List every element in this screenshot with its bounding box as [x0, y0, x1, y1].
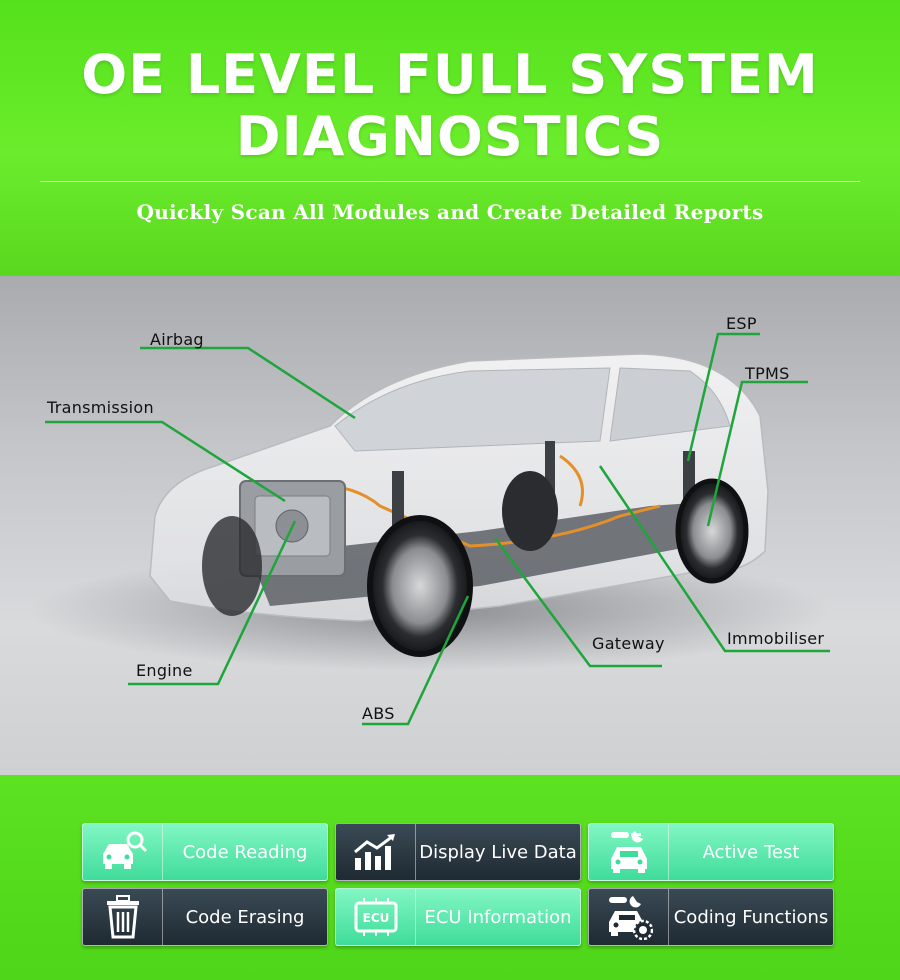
rear-wheel [675, 478, 749, 584]
callout-line-airbag [140, 346, 356, 420]
callout-transmission: Transmission [47, 398, 154, 417]
callout-tpms: TPMS [745, 364, 790, 383]
car-windows [334, 367, 611, 452]
feature-coding-functions[interactable]: Coding Functions [588, 888, 834, 946]
chart-trend-icon [336, 824, 416, 880]
callout-abs: ABS [362, 704, 395, 723]
feature-label: Coding Functions [673, 906, 829, 928]
callout-line-tpms [706, 380, 808, 527]
callout-line-gateway [493, 537, 662, 668]
callout-lines [45, 332, 830, 726]
feature-grid: Code Reading Display Live Data [0, 775, 900, 980]
ecu-chip-icon: ECU [336, 889, 416, 945]
trash-icon [83, 889, 163, 945]
feature-code-reading[interactable]: Code Reading [82, 823, 328, 881]
feature-label: Active Test [702, 841, 800, 863]
callout-line-abs [362, 595, 470, 726]
callout-esp: ESP [726, 314, 757, 333]
callout-line-engine [128, 520, 297, 686]
feature-display-live-data[interactable]: Display Live Data [335, 823, 581, 881]
callout-engine: Engine [136, 661, 193, 680]
feature-label: Code Erasing [185, 906, 305, 928]
car-illustration [30, 332, 830, 726]
car-wrench-icon [589, 824, 669, 880]
front-strut [392, 471, 404, 531]
page-title: OE LEVEL FULL SYSTEM DIAGNOSTICS [0, 44, 900, 168]
car-gear-icon [589, 889, 669, 945]
feature-active-test[interactable]: Active Test [588, 823, 834, 881]
rear-wheel-far [502, 471, 558, 551]
callout-airbag: Airbag [150, 330, 204, 349]
callout-line-esp [686, 332, 760, 462]
svg-text:ECU: ECU [362, 911, 389, 925]
header-banner: OE LEVEL FULL SYSTEM DIAGNOSTICS Quickly… [0, 0, 900, 276]
feature-label: ECU Information [424, 906, 572, 928]
callout-immobiliser: Immobiliser [727, 629, 825, 648]
title-line-1: OE LEVEL FULL SYSTEM [81, 43, 819, 106]
front-wheel [367, 515, 473, 657]
feature-label: Code Reading [182, 841, 308, 863]
feature-code-erasing[interactable]: Code Erasing [82, 888, 328, 946]
header-divider [40, 181, 860, 182]
feature-label: Display Live Data [419, 841, 577, 863]
car-rear-window [609, 367, 731, 442]
car-diagram: Airbag Transmission Engine ABS Gateway I… [0, 276, 900, 775]
page-subtitle: Quickly Scan All Modules and Create Deta… [136, 200, 764, 224]
feature-ecu-information[interactable]: ECU ECU Information [335, 888, 581, 946]
car-search-icon [83, 824, 163, 880]
callout-gateway: Gateway [592, 634, 665, 653]
title-line-2: DIAGNOSTICS [235, 105, 665, 168]
callout-line-immobiliser [598, 465, 830, 653]
callout-line-transmission [45, 420, 286, 503]
